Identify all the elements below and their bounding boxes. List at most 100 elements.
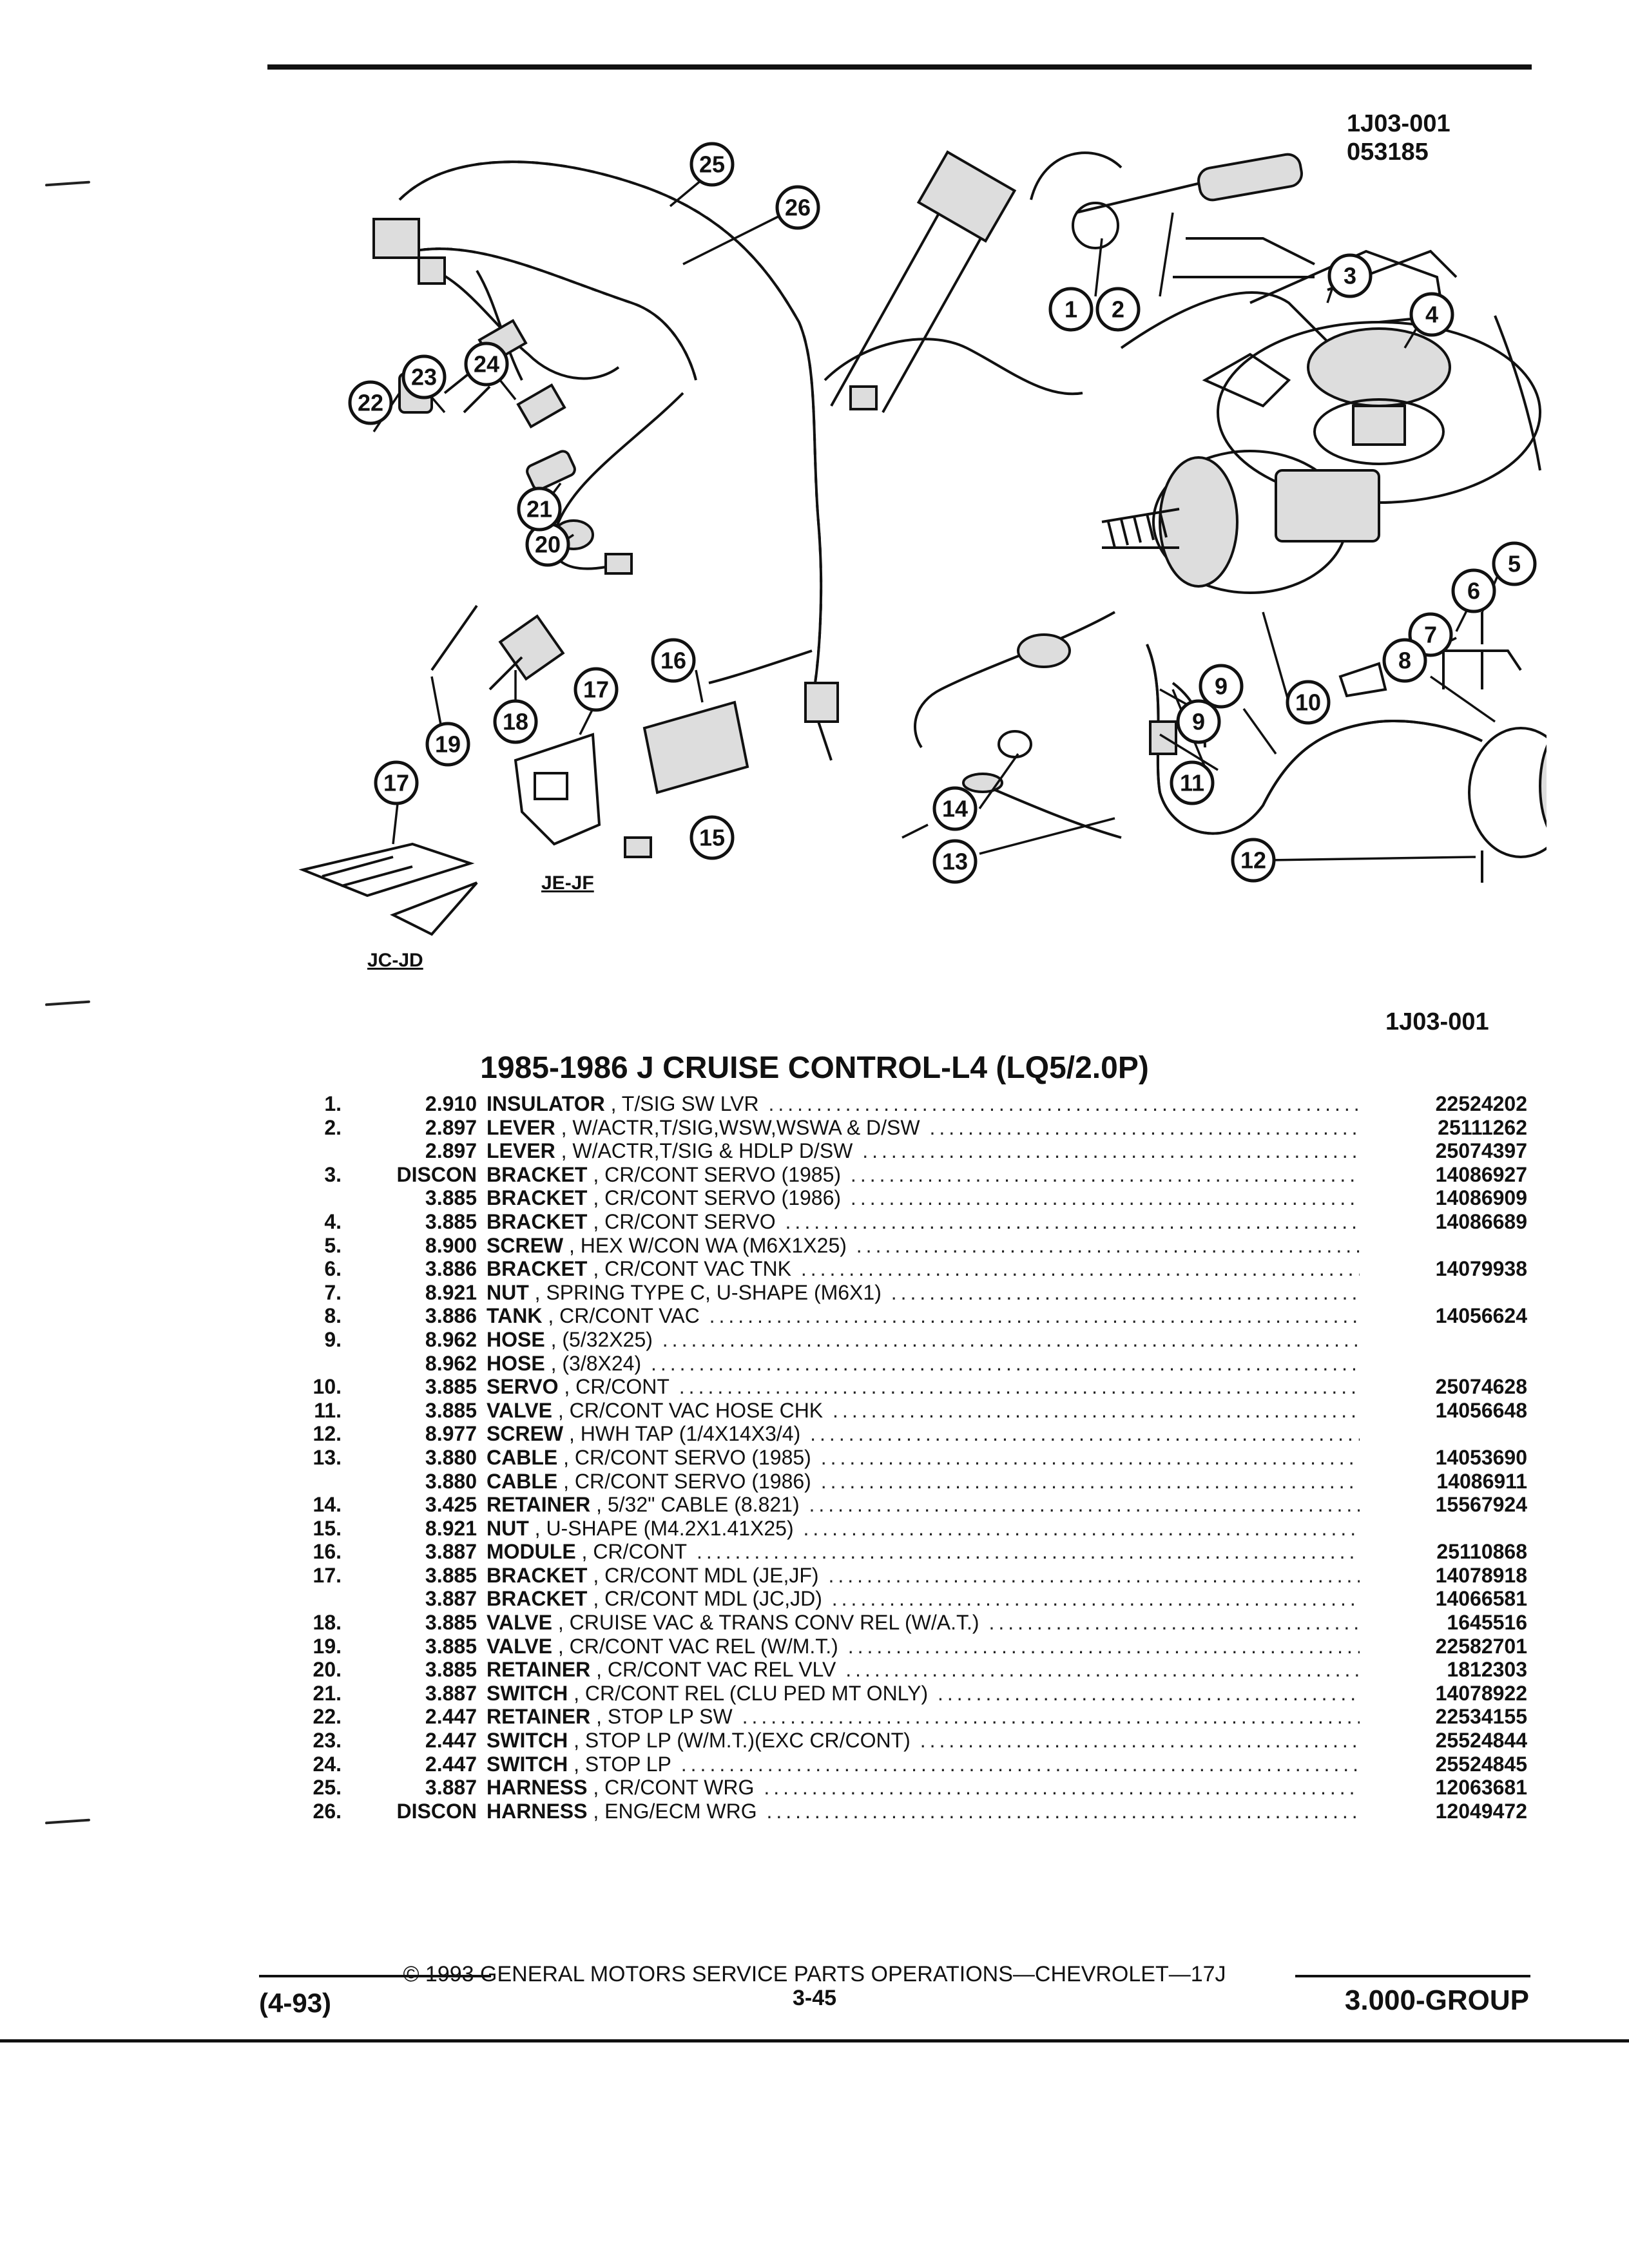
item-number: 25. [313, 1776, 342, 1800]
callout-25: 25 [689, 142, 735, 187]
item-number: 20. [313, 1658, 342, 1682]
leader-dots: ........................................… [803, 1516, 1360, 1540]
part-name: BRACKET [487, 1257, 588, 1281]
part-name: TANK [487, 1304, 543, 1328]
part-name: BRACKET [487, 1209, 588, 1233]
callout-10: 10 [1286, 680, 1331, 725]
part-description: RETAINER , CR/CONT VAC REL VLV .........… [487, 1658, 1360, 1682]
callout-20: 20 [525, 522, 570, 567]
part-description: HARNESS , CR/CONT WRG ..................… [487, 1776, 1360, 1800]
part-detail: , W/ACTR,T/SIG,WSW,WSWA & D/SW [561, 1115, 920, 1139]
svg-text:25: 25 [699, 151, 725, 178]
footer-copyright: © 1993 GENERAL MOTORS SERVICE PARTS OPER… [403, 1962, 1226, 1986]
part-description: SWITCH , STOP LP .......................… [487, 1753, 1360, 1776]
svg-text:1: 1 [1065, 296, 1077, 323]
part-name: SCREW [487, 1233, 564, 1257]
part-detail: , HWH TAP (1/4X14X3/4) [569, 1422, 801, 1446]
svg-text:16: 16 [660, 648, 686, 674]
leader-dots: ........................................… [850, 1162, 1360, 1186]
svg-text:24: 24 [474, 351, 499, 378]
part-detail: , CR/CONT SERVO (1985) [563, 1445, 811, 1469]
parts-list-title: 1985-1986 J CRUISE CONTROL-L4 (LQ5/2.0P) [480, 1051, 1149, 1085]
part-description: INSULATOR , T/SIG SW LVR ...............… [487, 1092, 1360, 1116]
steering-column-drawing [830, 150, 1303, 413]
group-number: 3.880 [425, 1469, 477, 1493]
leader-dots: ........................................… [820, 1445, 1360, 1469]
item-number: 21. [313, 1681, 342, 1705]
callout-17: 17 [574, 667, 619, 712]
callout-24: 24 [464, 341, 509, 387]
binder-mark [44, 1000, 91, 1006]
callout-19: 19 [425, 722, 470, 767]
item-number: 5. [324, 1233, 342, 1257]
part-detail: , HEX W/CON WA (M6X1X25) [569, 1233, 847, 1257]
group-number: 8.921 [425, 1516, 477, 1540]
part-number: 14079938 [1435, 1257, 1527, 1281]
leader-dots: ........................................… [847, 1634, 1360, 1658]
item-number: 13. [313, 1445, 342, 1469]
callout-21: 21 [517, 486, 562, 532]
svg-text:13: 13 [942, 849, 968, 875]
item-number: 19. [313, 1634, 342, 1658]
item-number: 8. [324, 1304, 342, 1328]
part-description: HARNESS , ENG/ECM WRG ..................… [487, 1800, 1360, 1823]
part-description: VALVE , CR/CONT VAC REL (W/M.T.) .......… [487, 1635, 1360, 1658]
svg-text:10: 10 [1295, 689, 1321, 716]
group-number: 3.885 [425, 1398, 477, 1422]
svg-text:7: 7 [1424, 622, 1437, 648]
part-name: LEVER [487, 1115, 555, 1139]
part-description: HOSE , (3/8X24) ........................… [487, 1352, 1360, 1376]
bottom-rule [0, 2039, 1629, 2042]
part-name: SWITCH [487, 1681, 568, 1705]
svg-text:5: 5 [1508, 551, 1521, 577]
part-detail: , CR/CONT VAC [548, 1304, 700, 1328]
group-number: 3.887 [425, 1540, 477, 1564]
item-number: 26. [313, 1799, 342, 1823]
part-detail: , CR/CONT REL (CLU PED MT ONLY) [574, 1681, 929, 1705]
part-detail: , CRUISE VAC & TRANS CONV REL (W/A.T.) [557, 1611, 979, 1635]
leader-dots: ........................................… [988, 1611, 1360, 1635]
callout-14: 14 [932, 786, 978, 831]
part-number: 22582701 [1435, 1634, 1527, 1658]
part-name: HOSE [487, 1351, 545, 1375]
cable-hose-drawing [914, 611, 1483, 839]
part-detail: , STOP LP (W/M.T.)(EXC CR/CONT) [574, 1729, 911, 1753]
footer-rule-left [259, 1975, 491, 1977]
part-detail: , (3/8X24) [550, 1351, 642, 1375]
part-description: MODULE , CR/CONT .......................… [487, 1540, 1360, 1564]
callout-4: 4 [1409, 292, 1454, 337]
svg-text:22: 22 [358, 390, 383, 416]
item-number: 1. [324, 1092, 342, 1115]
group-number: 3.880 [425, 1445, 477, 1469]
part-number: 14078918 [1435, 1563, 1527, 1587]
group-number: 3.885 [425, 1658, 477, 1682]
part-description: NUT , SPRING TYPE C, U-SHAPE (M6X1) ....… [487, 1281, 1360, 1305]
callout-6: 6 [1451, 568, 1496, 613]
leader-dots: ........................................… [809, 1493, 1360, 1517]
callout-12: 12 [1231, 838, 1276, 883]
item-number: 4. [324, 1209, 342, 1233]
group-number: 3.885 [425, 1375, 477, 1399]
part-description: VALVE , CR/CONT VAC HOSE CHK ...........… [487, 1399, 1360, 1423]
part-detail: , CR/CONT VAC REL (W/M.T.) [557, 1634, 838, 1658]
part-description: SWITCH , STOP LP (W/M.T.)(EXC CR/CONT) .… [487, 1729, 1360, 1753]
leader-dots: ........................................… [833, 1398, 1360, 1422]
group-number: 3.887 [425, 1587, 477, 1611]
callout-8: 8 [1382, 638, 1427, 683]
callout-16: 16 [651, 638, 696, 683]
part-description: CABLE , CR/CONT SERVO (1985) ...........… [487, 1446, 1360, 1470]
svg-text:15: 15 [699, 825, 725, 851]
leader-dots: ........................................… [828, 1563, 1360, 1587]
part-name: SWITCH [487, 1729, 568, 1753]
